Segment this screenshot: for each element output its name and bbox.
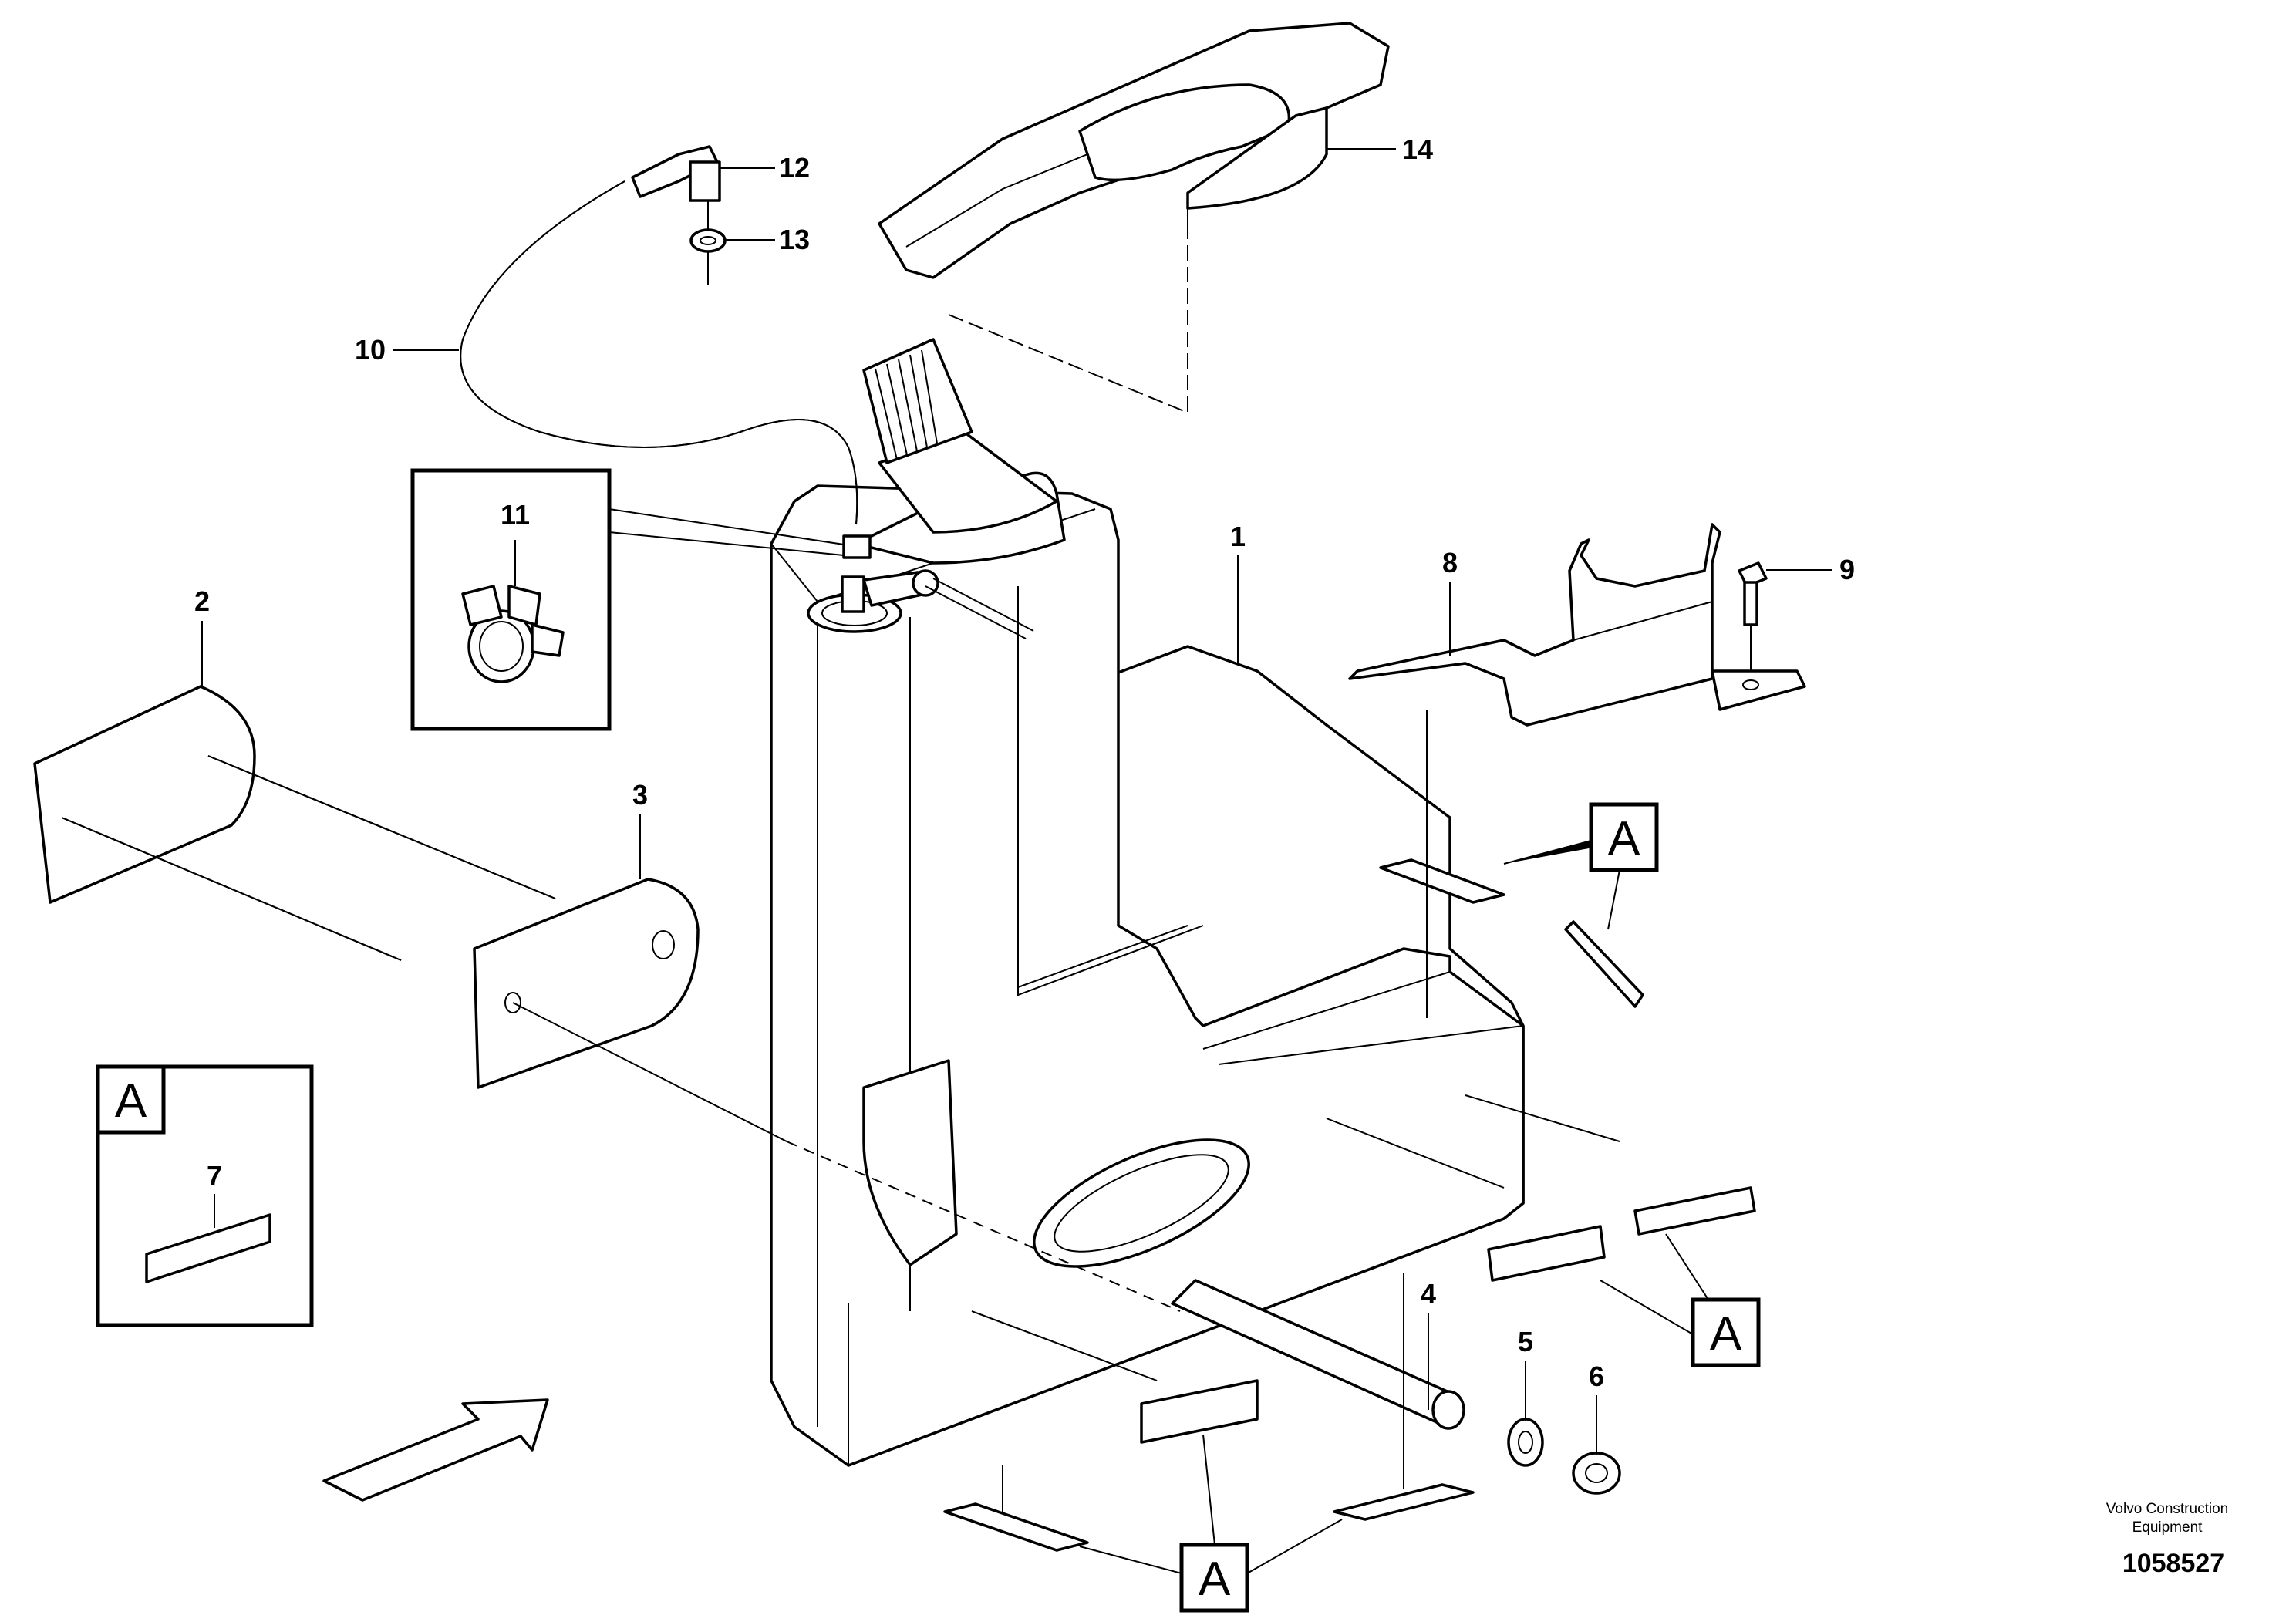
callout-2: 2 <box>194 585 210 617</box>
detail-marker-a-3: A <box>1079 1434 1343 1613</box>
credit-line-1: Volvo Construction <box>2106 1501 2228 1517</box>
pad-side-right <box>1564 920 1644 1008</box>
callout-8: 8 <box>1442 547 1458 578</box>
svg-text:A: A <box>1199 1553 1231 1606</box>
callout-3: 3 <box>632 779 648 811</box>
lock-nut <box>689 228 727 253</box>
credit-line-2: Equipment <box>2132 1519 2203 1536</box>
pad-right-1 <box>1633 1186 1756 1236</box>
spacer-tube <box>1171 1279 1465 1430</box>
washer-hose <box>460 180 872 559</box>
mounting-plate-front <box>473 878 700 1089</box>
callout-7: 7 <box>207 1160 222 1192</box>
forward-direction-arrow <box>322 1398 549 1502</box>
detail-a-inset-label: A <box>115 1074 147 1128</box>
callout-10: 10 <box>355 334 386 366</box>
pad-top-right <box>1379 858 1505 904</box>
callout-5: 5 <box>1518 1326 1533 1357</box>
callout-11: 11 <box>501 499 530 531</box>
detail-a-inset <box>96 1064 314 1327</box>
callout-1: 1 <box>1230 521 1246 552</box>
callout-9: 9 <box>1839 554 1855 585</box>
pad-bottom-mid <box>1140 1379 1259 1444</box>
pad-bottom-right <box>1333 1483 1475 1521</box>
reservoir-tank <box>770 338 1525 1467</box>
clamp-detail-box <box>410 468 845 731</box>
filler-cap-funnel <box>878 22 1390 279</box>
drawing-number: 1058527 <box>2122 1549 2224 1578</box>
callout-12: 12 <box>779 152 810 184</box>
callouts: 1 2 3 4 5 6 7 8 9 10 11 12 13 14 <box>194 133 1855 1455</box>
washer <box>1507 1418 1544 1467</box>
callout-4: 4 <box>1421 1278 1436 1310</box>
credit-block: Volvo Construction Equipment 1058527 <box>2106 1501 2228 1578</box>
callout-13: 13 <box>779 224 810 255</box>
flange-nut <box>1572 1452 1621 1495</box>
mounting-bracket <box>1348 523 1806 727</box>
assembly-dashed-line <box>948 224 1188 414</box>
bolt <box>1738 561 1768 671</box>
callout-14: 14 <box>1402 133 1433 165</box>
svg-text:A: A <box>1608 812 1640 865</box>
pad-right-2 <box>1487 1225 1606 1282</box>
callout-6: 6 <box>1589 1361 1604 1392</box>
hose-clamp-small <box>842 534 872 559</box>
pad-bottom-left <box>943 1502 1089 1552</box>
foam-pads <box>943 710 1756 1552</box>
threaded-rods <box>61 755 556 961</box>
detail-marker-a-2: A <box>1600 1233 1761 1367</box>
mounting-plate-rear <box>33 685 256 904</box>
detail-marker-a-1: A <box>1503 802 1659 930</box>
svg-text:A: A <box>1710 1307 1742 1361</box>
rod-axis-line <box>512 1002 787 1142</box>
connector-nipple <box>631 145 721 202</box>
